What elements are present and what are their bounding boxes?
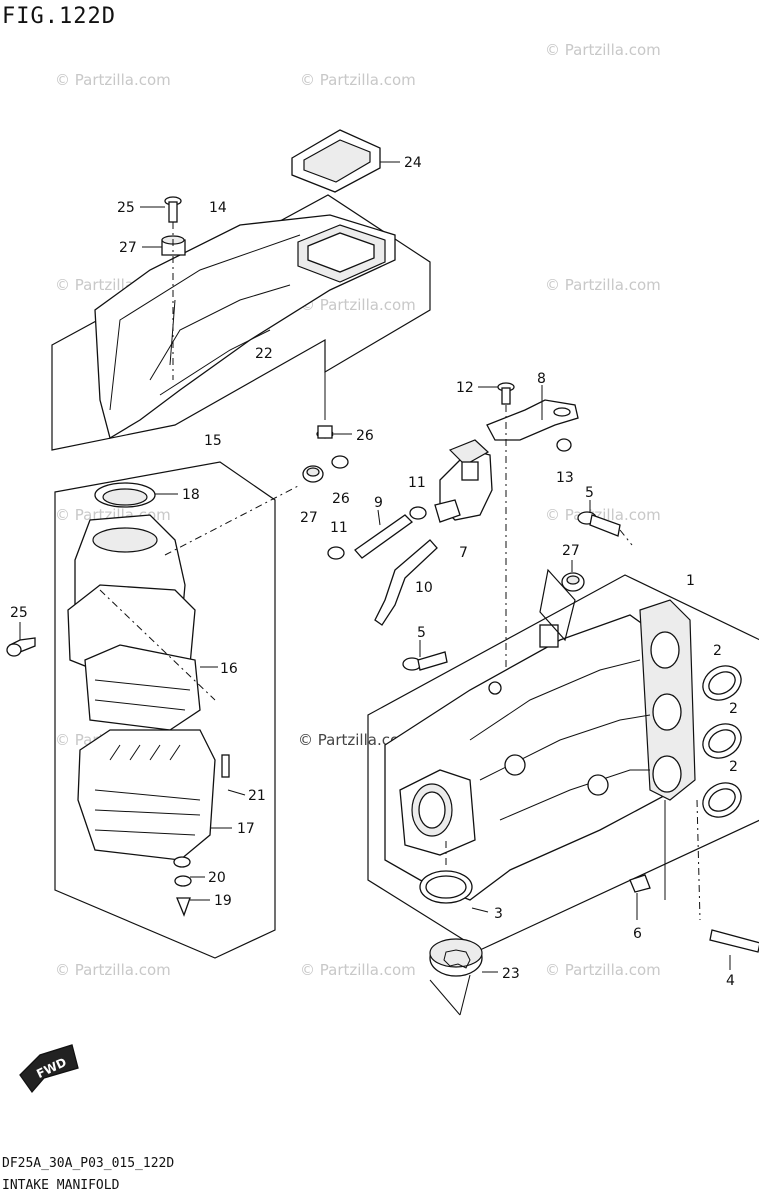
figure-title: FIG.122D — [2, 4, 116, 29]
callout-1: 1 — [686, 573, 695, 589]
callout-25: 25 — [10, 605, 28, 621]
callout-4: 4 — [726, 973, 735, 989]
parts-26-27-center — [302, 372, 352, 483]
watermark: © Partzilla.com — [300, 71, 416, 89]
parts-3-23 — [419, 840, 498, 1016]
callout-13: 13 — [556, 470, 574, 486]
figure-code: DF25A_30A_P03_015_122D — [2, 1156, 175, 1171]
callout-11: 11 — [330, 520, 348, 536]
callout-19: 19 — [214, 893, 232, 909]
callout-2: 2 — [713, 643, 722, 659]
watermark: © Partzilla.com — [55, 71, 171, 89]
callout-5: 5 — [417, 625, 426, 641]
watermark: © Partzilla.com — [545, 276, 661, 294]
callout-9: 9 — [374, 495, 383, 511]
callout-labels: 1 2 2 2 3 4 5 5 6 7 8 9 10 11 11 12 13 1… — [10, 155, 738, 989]
watermark: © Partzilla.com — [545, 961, 661, 979]
callout-8: 8 — [537, 371, 546, 387]
valve-and-bracket — [434, 382, 579, 680]
watermark: © Partzilla.com — [300, 296, 416, 314]
callout-21: 21 — [248, 788, 266, 804]
callout-27: 27 — [119, 240, 137, 256]
watermark: © Partzilla.com — [55, 961, 171, 979]
callout-24: 24 — [404, 155, 422, 171]
callout-5: 5 — [585, 485, 594, 501]
callout-10: 10 — [415, 580, 433, 596]
hoses-and-clips — [327, 506, 438, 626]
callout-16: 16 — [220, 661, 238, 677]
callout-3: 3 — [494, 906, 503, 922]
part-24-seal — [291, 129, 400, 193]
callout-27: 27 — [300, 510, 318, 526]
callout-26: 26 — [332, 491, 350, 507]
watermark: © Partzilla.com — [545, 41, 661, 59]
callout-17: 17 — [237, 821, 255, 837]
part-5-bolts — [402, 500, 633, 671]
watermark: © Partzilla.com — [300, 961, 416, 979]
watermark: © Partzilla.com — [545, 506, 661, 524]
silencer-assembly — [54, 461, 301, 959]
part-25-left — [6, 622, 36, 657]
callout-2: 2 — [729, 701, 738, 717]
watermarks: © Partzilla.com © Partzilla.com © Partzi… — [55, 41, 661, 979]
callout-11: 11 — [408, 475, 426, 491]
part-27-right — [561, 560, 585, 592]
callout-6: 6 — [633, 926, 642, 942]
callout-23: 23 — [502, 966, 520, 982]
callout-18: 18 — [182, 487, 200, 503]
callout-14: 14 — [209, 200, 227, 216]
callout-26: 26 — [356, 428, 374, 444]
callout-12: 12 — [456, 380, 474, 396]
air-duct-assembly — [51, 194, 431, 451]
fwd-arrow: FWD — [19, 1044, 79, 1094]
callout-2: 2 — [729, 759, 738, 775]
part-25-27-top — [140, 196, 186, 380]
callout-27: 27 — [562, 543, 580, 559]
callout-22: 22 — [255, 346, 273, 362]
intake-manifold-assembly — [367, 568, 759, 951]
callout-7: 7 — [459, 545, 468, 561]
callout-25: 25 — [117, 200, 135, 216]
callout-15: 15 — [204, 433, 222, 449]
part-2-gaskets — [702, 665, 742, 818]
callout-20: 20 — [208, 870, 226, 886]
parts-4-6 — [629, 799, 759, 970]
figure-caption: INTAKE MANIFOLD — [2, 1178, 120, 1193]
